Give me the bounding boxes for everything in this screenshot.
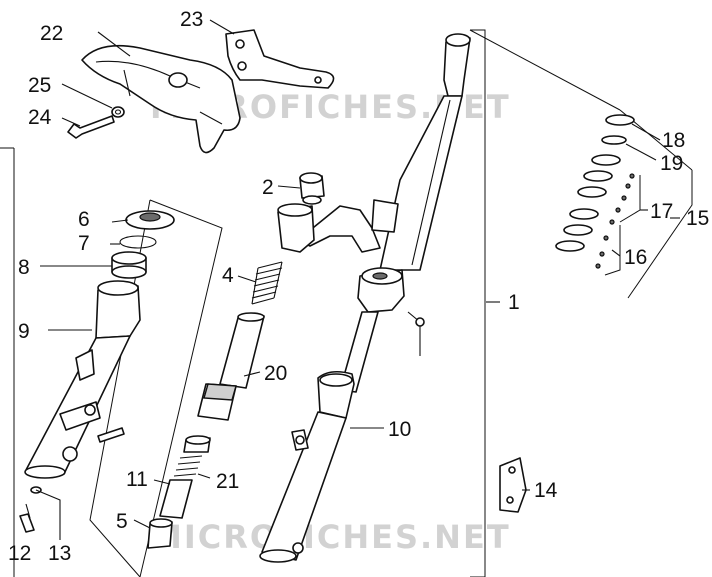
- callout-2: 2: [262, 176, 274, 199]
- callout-17: 17: [650, 200, 673, 223]
- callout-8: 8: [18, 256, 30, 279]
- top-clamp-left: [277, 203, 315, 253]
- locknut-part-18: [605, 114, 635, 126]
- callout-9: 9: [18, 320, 30, 343]
- callout-21: 21: [216, 470, 239, 493]
- watermark-bottom: MICROFICHES.NET: [150, 518, 511, 556]
- callout-24: 24: [28, 106, 52, 129]
- dust-seal-part-6: [125, 210, 175, 230]
- callout-1: 1: [508, 291, 520, 314]
- bearing-kit-part-15: [555, 114, 635, 269]
- steering-stem-part-1: [297, 33, 471, 356]
- callout-13: 13: [48, 542, 71, 565]
- right-fork-leg-part-10: [259, 311, 379, 563]
- callout-22: 22: [40, 22, 63, 45]
- steering-bracket-part-23: [225, 29, 335, 89]
- callout-12: 12: [8, 542, 31, 565]
- frame-bearing-16: [604, 225, 621, 276]
- cap-nut-part-2: [299, 172, 325, 205]
- callout-6: 6: [78, 208, 90, 231]
- callout-16: 16: [624, 246, 647, 269]
- callout-5: 5: [116, 510, 128, 533]
- rebound-spring-part-21: [173, 435, 211, 477]
- callout-20: 20: [264, 362, 287, 385]
- oil-seal-part-8: [111, 251, 147, 279]
- callout-23: 23: [180, 8, 203, 31]
- callout-11: 11: [126, 468, 148, 491]
- callout-10: 10: [388, 418, 411, 441]
- frame-left-leg: [0, 147, 15, 577]
- spring-part-4: [251, 261, 283, 305]
- callout-25: 25: [28, 74, 51, 97]
- handlebar-cover-part-22: [81, 44, 241, 154]
- frame-fork-assembly: [469, 29, 621, 577]
- bushing-part-5: [147, 518, 173, 549]
- callout-19: 19: [660, 152, 683, 175]
- leader-lines: [35, 19, 680, 540]
- left-fork-leg-part-9: [24, 280, 141, 479]
- screw-part-24: [67, 115, 115, 139]
- bracket-plate-part-14: [499, 457, 527, 513]
- damper-rod-part-11: [159, 479, 193, 519]
- damper-tube-part-20: [197, 312, 265, 421]
- callout-7: 7: [78, 232, 90, 255]
- callout-4: 4: [222, 264, 234, 287]
- callout-15: 15: [686, 207, 709, 230]
- washer-part-25: [111, 106, 125, 118]
- washer-part-19: [601, 135, 627, 145]
- callout-14: 14: [534, 479, 558, 502]
- bolt-part-12: [19, 503, 35, 533]
- callout-18: 18: [662, 129, 685, 152]
- callout-labels: 1 2 4 5 6 7 8 9 10 11 12 13 14 15 16 17 …: [8, 8, 709, 565]
- circlip-part-7: [119, 235, 157, 249]
